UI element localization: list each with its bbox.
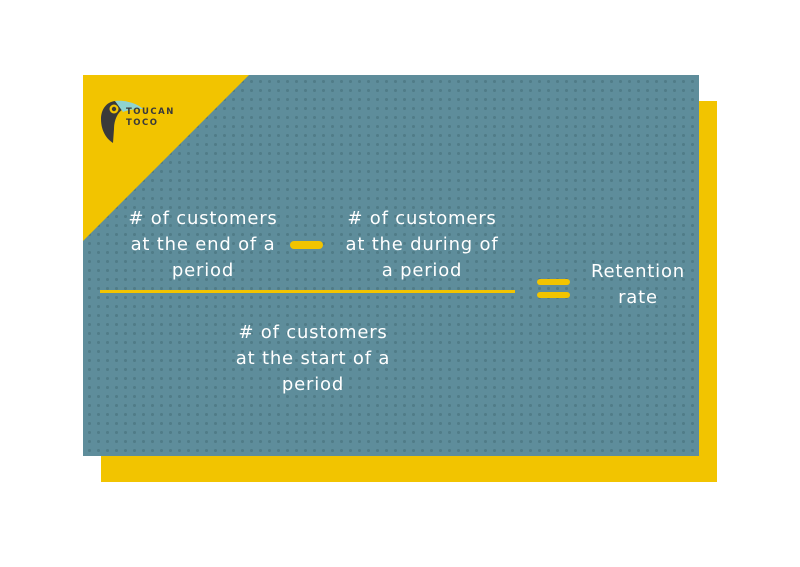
term-customers-end: # of customers at the end of a period: [103, 206, 303, 284]
brand-line-2: TOCO: [126, 118, 159, 128]
brand-line-1: TOUCAN: [126, 107, 175, 117]
result-line: rate: [618, 287, 658, 308]
term-line: at the start of a: [235, 348, 391, 369]
term-line: period: [281, 374, 345, 395]
equals-line-top: [537, 279, 570, 285]
result-retention-rate: Retention rate: [573, 259, 699, 311]
term-line: # of customers: [347, 208, 497, 229]
minus-icon: [290, 241, 323, 249]
equals-icon: [537, 279, 570, 299]
term-line: at the end of a: [130, 234, 276, 255]
term-customers-during: # of customers at the during of a period: [317, 206, 527, 284]
toucan-icon: [101, 100, 143, 143]
brand-wordmark: TOUCAN TOCO: [126, 107, 175, 129]
fraction-bar: [100, 290, 515, 293]
formula-card: TOUCAN TOCO # of customers at the end of…: [83, 75, 699, 456]
equals-line-bottom: [537, 292, 570, 298]
term-customers-start: # of customers at the start of a period: [213, 320, 413, 398]
term-line: at the during of: [345, 234, 499, 255]
term-line: a period: [381, 260, 463, 281]
brand-logo: TOUCAN TOCO: [101, 99, 191, 151]
result-line: Retention: [591, 261, 685, 282]
term-line: # of customers: [238, 322, 388, 343]
term-line: period: [171, 260, 235, 281]
term-line: # of customers: [128, 208, 278, 229]
